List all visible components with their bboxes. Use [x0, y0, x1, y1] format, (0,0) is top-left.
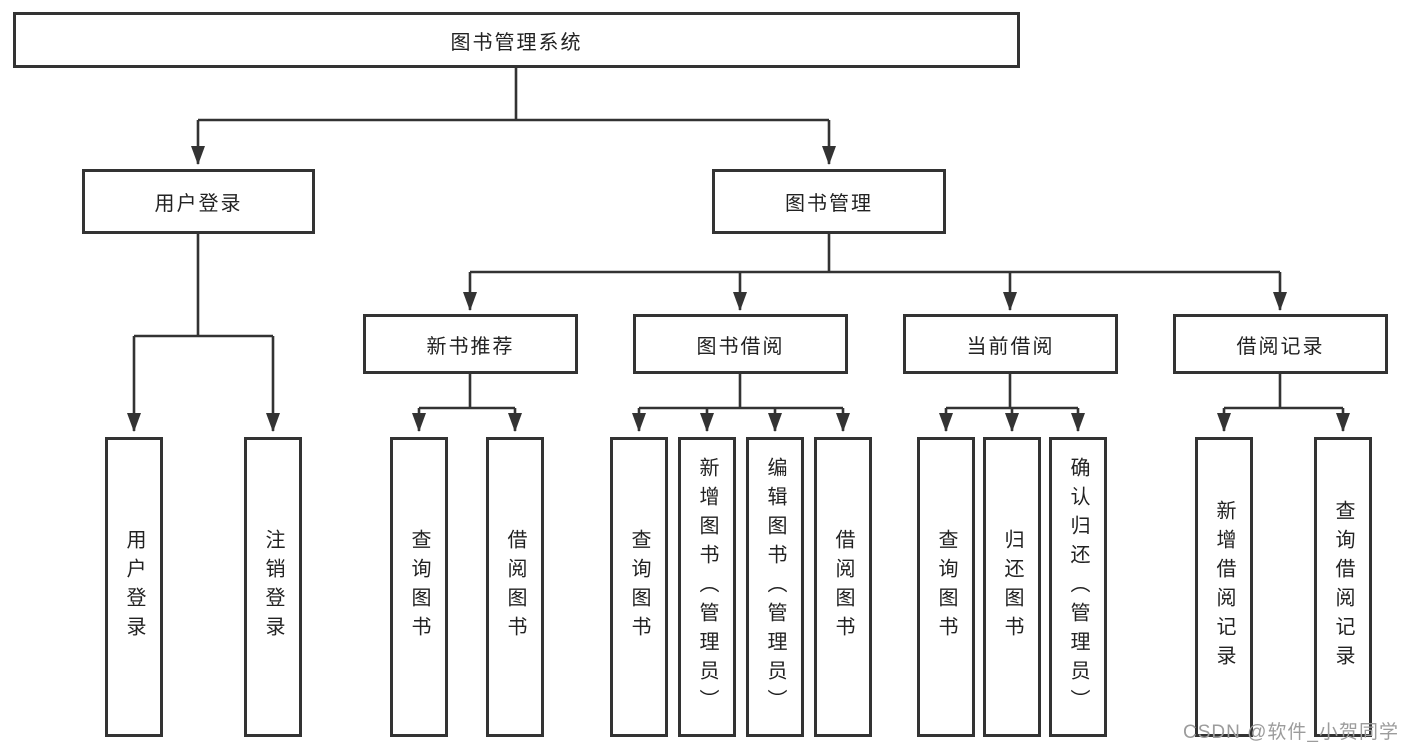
leaf-label: 确认归还（管理员）: [1067, 456, 1089, 718]
leaf-label: 借阅图书: [504, 529, 526, 645]
leaf-label: 查询借阅记录: [1332, 500, 1354, 674]
leaf-edit-books-admin: 编辑图书（管理员）: [746, 437, 804, 737]
leaf-add-books-admin: 新增图书（管理员）: [678, 437, 736, 737]
leaf-label: 用户登录: [123, 529, 145, 645]
leaf-borrow-books: 借阅图书: [814, 437, 872, 737]
leaf-label: 查询图书: [628, 529, 650, 645]
node-user-login: 用户登录: [82, 169, 315, 234]
leaf-label: 查询图书: [408, 529, 430, 645]
node-new-book-recommend: 新书推荐: [363, 314, 578, 374]
node-book-borrowing: 图书借阅: [633, 314, 848, 374]
node-book-management: 图书管理: [712, 169, 946, 234]
leaf-confirm-return-admin: 确认归还（管理员）: [1049, 437, 1107, 737]
leaf-query-books-recommend: 查询图书: [390, 437, 448, 737]
leaf-query-books-borrowing: 查询图书: [610, 437, 668, 737]
leaf-query-books-current: 查询图书: [917, 437, 975, 737]
leaf-borrow-books-recommend: 借阅图书: [486, 437, 544, 737]
node-library-system: 图书管理系统: [13, 12, 1020, 68]
leaf-return-books: 归还图书: [983, 437, 1041, 737]
leaf-label: 归还图书: [1001, 529, 1023, 645]
leaf-add-borrow-record: 新增借阅记录: [1195, 437, 1253, 737]
node-borrow-records: 借阅记录: [1173, 314, 1388, 374]
leaf-label: 借阅图书: [832, 529, 854, 645]
node-current-borrowing: 当前借阅: [903, 314, 1118, 374]
leaf-label: 编辑图书（管理员）: [764, 456, 786, 718]
leaf-label: 新增借阅记录: [1213, 500, 1235, 674]
leaf-query-borrow-record: 查询借阅记录: [1314, 437, 1372, 737]
leaf-label: 新增图书（管理员）: [696, 456, 718, 718]
leaf-logout: 注销登录: [244, 437, 302, 737]
leaf-label: 查询图书: [935, 529, 957, 645]
leaf-user-login: 用户登录: [105, 437, 163, 737]
leaf-label: 注销登录: [262, 529, 284, 645]
csdn-watermark: CSDN @软件_小贺同学: [1183, 722, 1399, 743]
